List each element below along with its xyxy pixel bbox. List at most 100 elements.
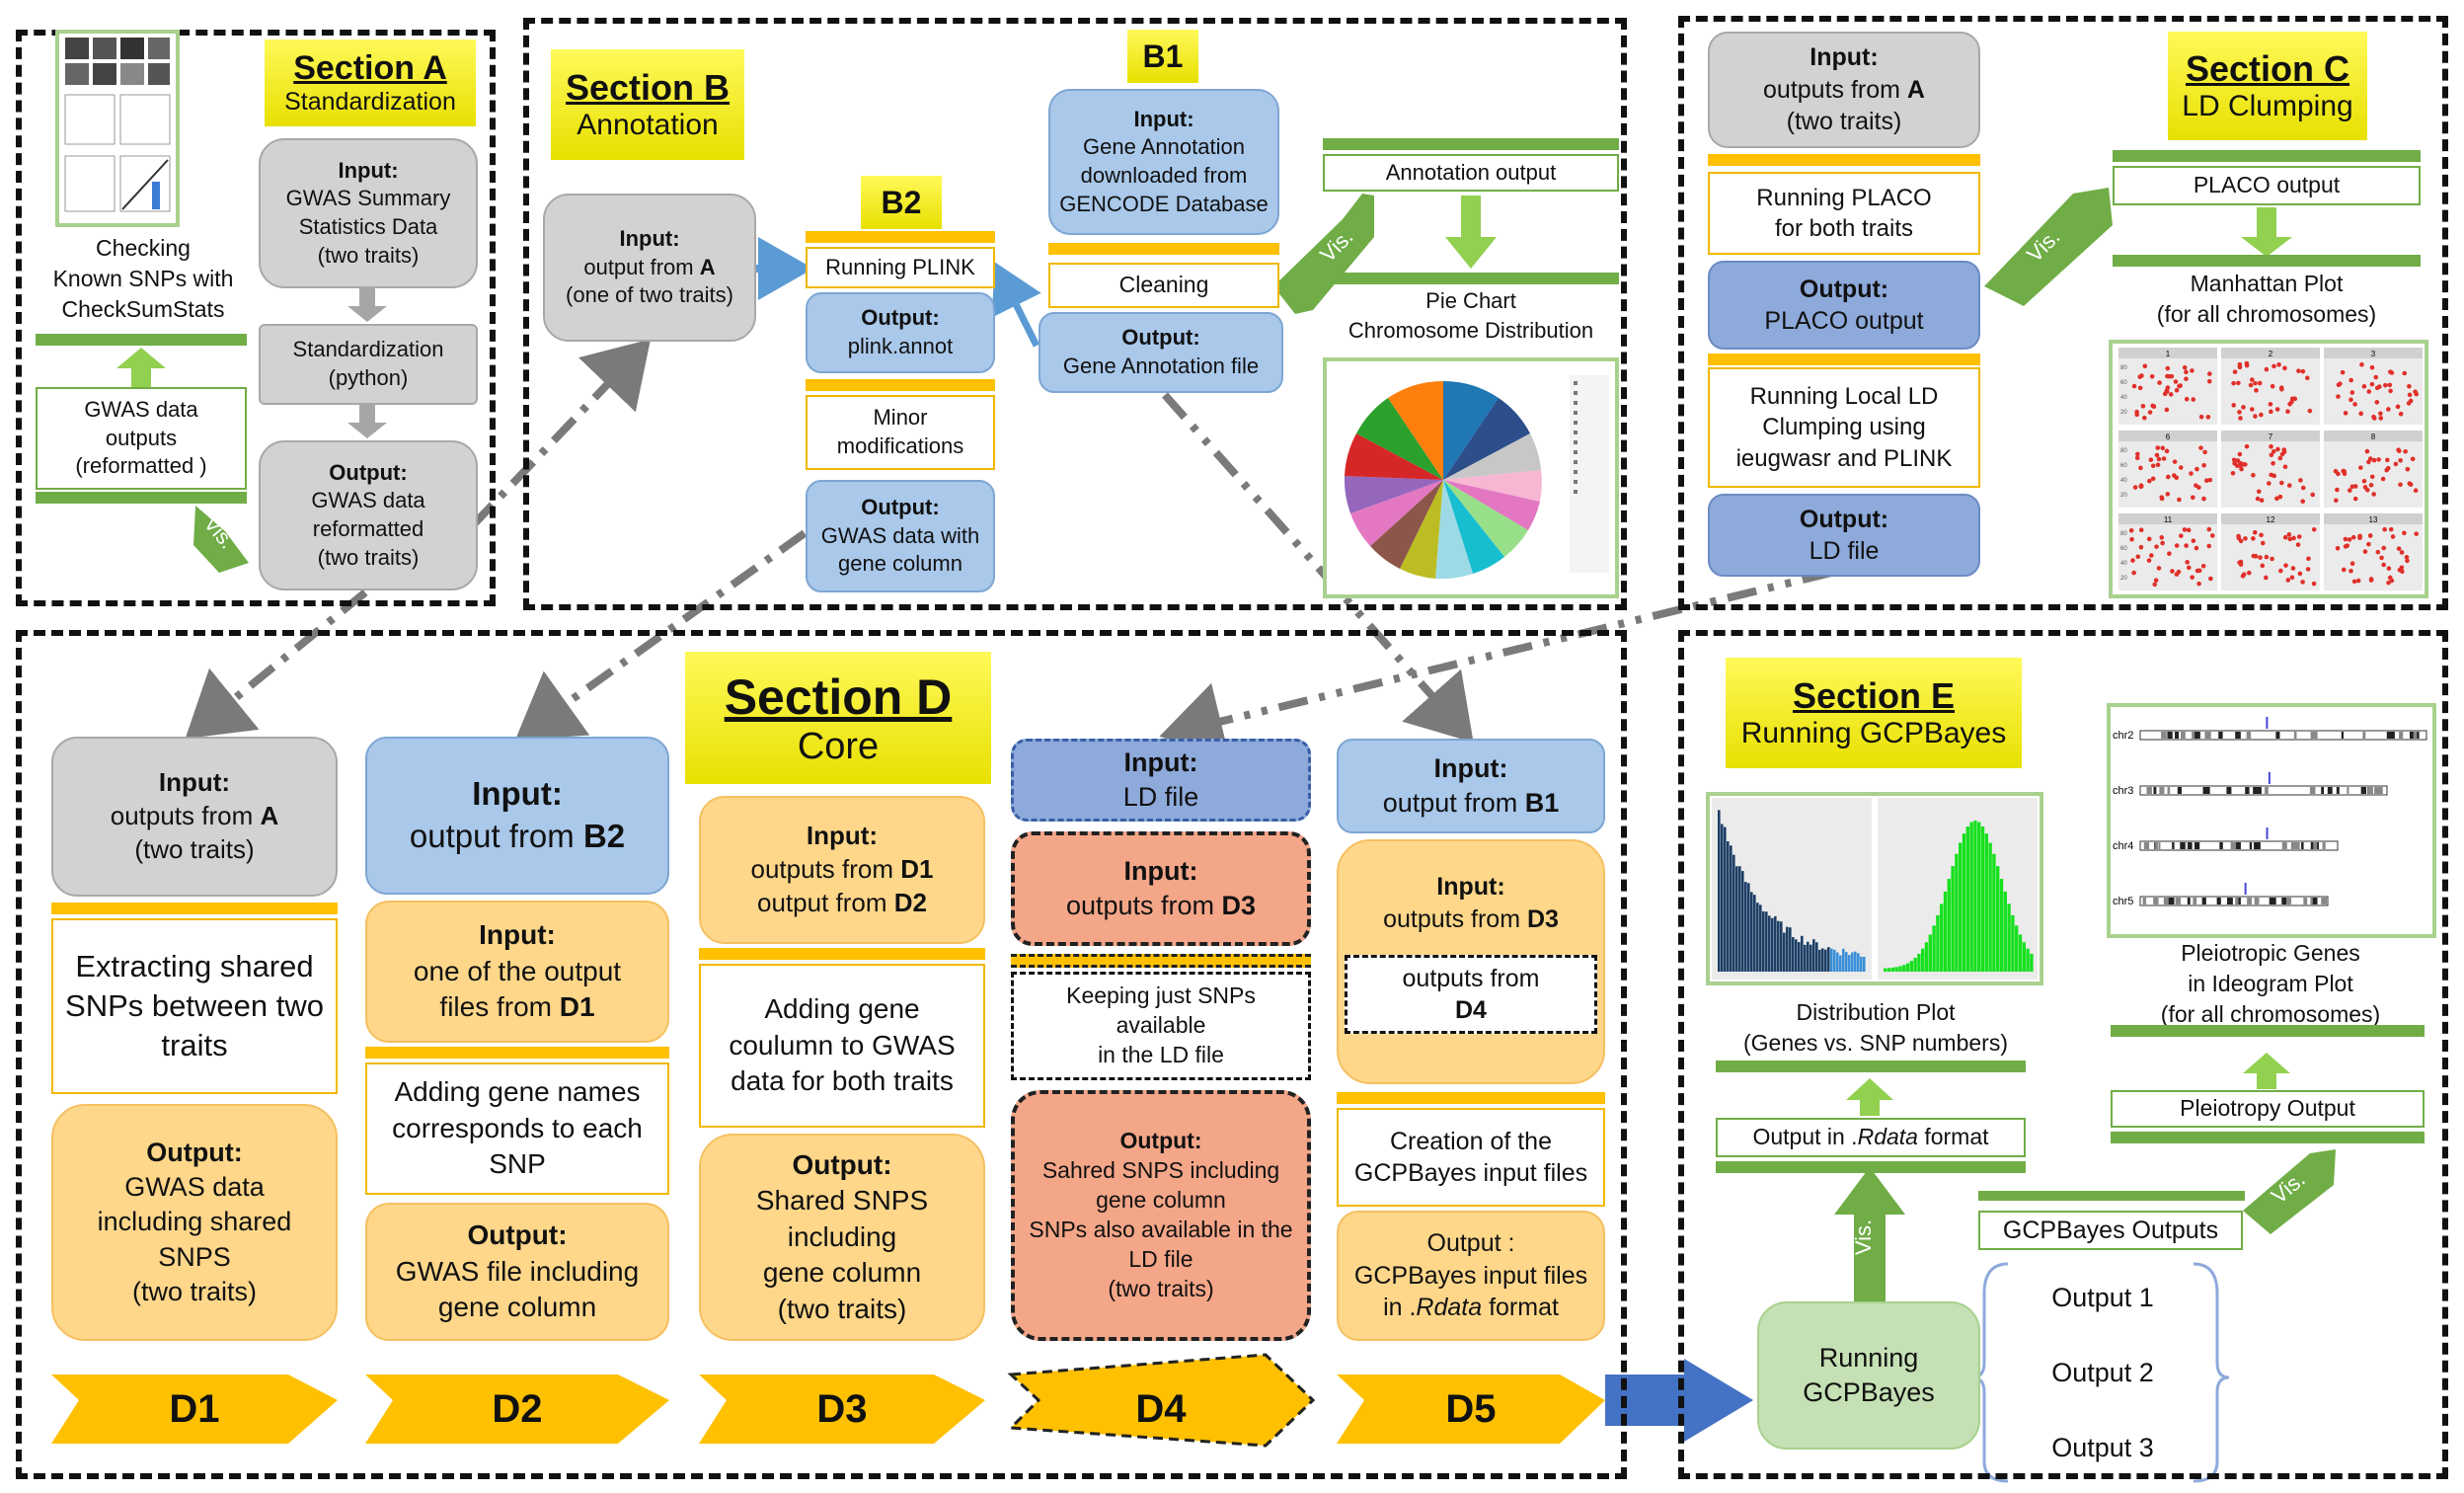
ideogram-band (2218, 732, 2223, 739)
dist-bar-left (1724, 826, 1727, 972)
manhattan-point (2184, 376, 2189, 382)
dist-bar-right (1965, 825, 1969, 972)
d1-output-box: Output: GWAS data including shared SNPS … (51, 1104, 338, 1341)
manhattan-point (2379, 555, 2384, 561)
manhattan-point (2374, 385, 2380, 391)
dist-bar-left (1812, 939, 1815, 972)
manhattan-point (2358, 465, 2363, 470)
manhattan-point (2130, 558, 2135, 563)
annotation-bar-top (1323, 138, 1619, 150)
dist-bar-left (1827, 947, 1830, 972)
d4-sep (1011, 954, 1311, 968)
dist-bar-right (1980, 825, 1985, 972)
ideogram-band (2230, 842, 2237, 849)
manhattan-point (2235, 458, 2241, 463)
manhattan-point (2247, 570, 2252, 576)
manhattan-point (2296, 368, 2301, 373)
manhattan-point (2259, 498, 2265, 504)
manhattan-point (2194, 466, 2199, 472)
ideogram-band (2374, 787, 2380, 794)
manhattan-point (2279, 386, 2284, 392)
ideogram-band (2181, 732, 2186, 739)
manhattan-point (2311, 581, 2317, 587)
manhattan-point (2414, 531, 2419, 536)
manhattan-point (2237, 451, 2243, 457)
dist-bar-right (1951, 866, 1955, 972)
manhattan-point (2271, 448, 2276, 454)
manhattan-point (2366, 541, 2371, 547)
manhattan-point (2232, 369, 2238, 374)
ideogram-chromosome (2139, 730, 2427, 741)
dist-bar-left (1860, 956, 1863, 972)
manhattan-point (2300, 368, 2306, 374)
ideogram-band (2386, 732, 2391, 739)
manhattan-point (2373, 374, 2379, 380)
dist-bar-left (1783, 932, 1786, 972)
manhattan-point (2185, 560, 2190, 565)
dist-bar-left (1854, 951, 1857, 972)
manhattan-point (2131, 570, 2136, 576)
manhattan-point (2285, 578, 2291, 583)
manhattan-point (2255, 496, 2261, 502)
manhattan-point (2132, 485, 2138, 490)
manhattan-point (2147, 410, 2153, 415)
ideogram-band (2219, 842, 2223, 849)
manhattan-point (2336, 394, 2341, 399)
dist-bar-right (1909, 961, 1913, 972)
d4-input-box: Input: LD file (1011, 739, 1311, 822)
manhattan-point (2348, 568, 2353, 574)
manhattan-point (2285, 409, 2290, 414)
manhattan-point (2135, 554, 2141, 560)
ideogram-band (2322, 842, 2326, 849)
manhattan-point (2283, 563, 2288, 568)
manhattan-point (2378, 411, 2383, 417)
manhattan-point (2160, 445, 2166, 451)
b-input-box: Input: output from A (one of two traits) (543, 194, 756, 342)
manhattan-point (2300, 499, 2305, 505)
dist-bar-left (1789, 927, 1792, 972)
manhattan-point (2286, 483, 2292, 488)
manhattan-point (2275, 446, 2280, 452)
section-e-frame (1678, 630, 2448, 1479)
manhattan-point (2359, 361, 2364, 367)
manhattan-point (2251, 553, 2257, 559)
dist-bar-right (1947, 879, 1951, 972)
ideogram-band (2247, 898, 2252, 904)
d2-adding-names-box: Adding gene names corresponds to each SN… (365, 1062, 669, 1195)
ideogram-band (2180, 842, 2186, 849)
annotation-bar-bottom (1323, 273, 1619, 284)
manhattan-point (2201, 496, 2206, 502)
ideogram-band (2238, 898, 2241, 904)
manhattan-point (2165, 385, 2171, 390)
manhattan-point (2239, 466, 2244, 472)
ideogram-band (2367, 787, 2373, 794)
dist-bar-left (1721, 824, 1724, 972)
manhattan-point (2138, 544, 2144, 550)
b2-sep-mid (806, 379, 995, 391)
dist-bar-left (1801, 935, 1804, 972)
manhattan-point (2174, 543, 2180, 548)
manhattan-point (2240, 462, 2245, 467)
ideogram-band (2309, 787, 2316, 794)
section-b-title: Section B Annotation (551, 49, 744, 160)
manhattan-point (2380, 476, 2386, 482)
manhattan-point (2209, 533, 2215, 538)
manhattan-point (2272, 363, 2276, 369)
manhattan-point (2388, 526, 2394, 532)
distribution-plot-title: Distribution Plot (Genes vs. SNP numbers… (1742, 999, 2008, 1057)
manhattan-point (2208, 576, 2213, 582)
manhattan-y-tick: 60 (2120, 463, 2127, 469)
manhattan-point (2298, 478, 2303, 483)
d4-input2-box: Input: outputs from D3 (1011, 831, 1311, 946)
manhattan-y-tick: 80 (2120, 365, 2127, 371)
manhattan-point (2172, 459, 2178, 464)
dist-bar-left (1810, 944, 1812, 972)
dist-bar-right (1924, 942, 1929, 972)
manhattan-panel-strip (2324, 513, 2423, 524)
manhattan-point (2258, 555, 2263, 560)
ideogram-band (2227, 898, 2233, 904)
manhattan-point (2305, 567, 2311, 572)
manhattan-point (2311, 526, 2317, 532)
manhattan-point (2385, 457, 2390, 463)
